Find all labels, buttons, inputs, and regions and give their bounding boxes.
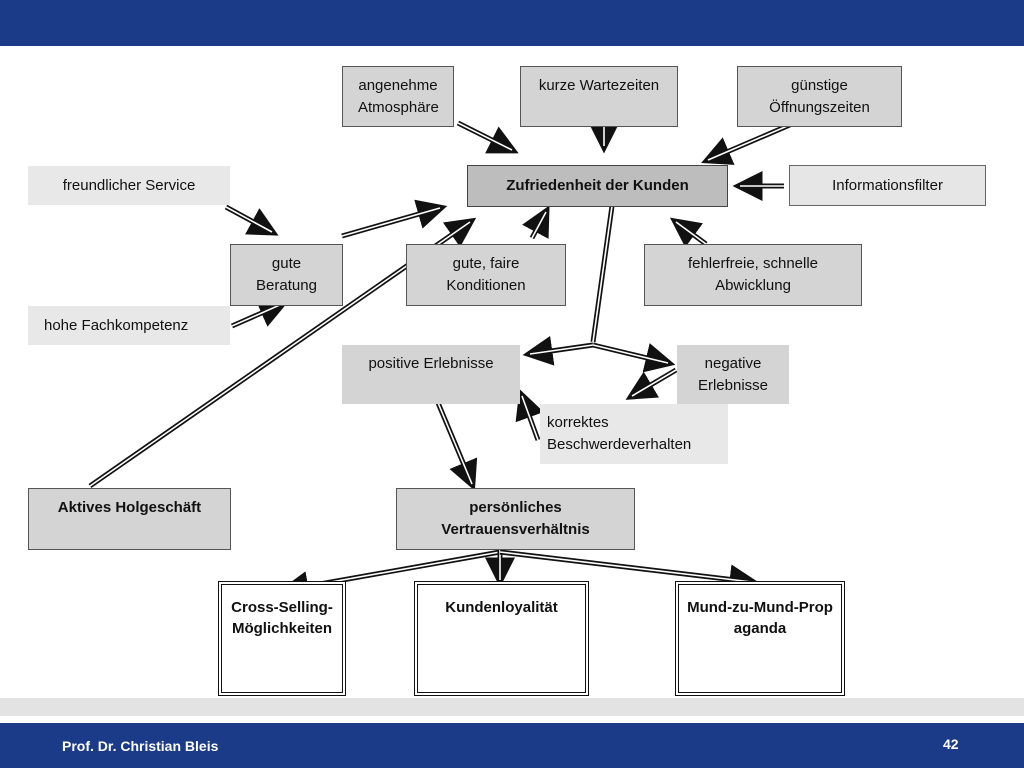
node-guenstige-oeffnungszeiten: günstige Öffnungszeiten (737, 66, 902, 127)
node-gute-beratung: gute Beratung (230, 244, 343, 306)
node-fehlerfreie-abwicklung: fehlerfreie, schnelle Abwicklung (644, 244, 862, 306)
arrow-negative-to-beschwerde (625, 367, 678, 400)
node-positive-erlebnisse: positive Erlebnisse (342, 345, 520, 404)
node-label: Cross-Selling-Möglichkeiten (231, 599, 333, 637)
footer-separator-band (0, 698, 1024, 716)
node-label: Mund-zu-Mund-Propaganda (687, 599, 833, 637)
node-label: fehlerfreie, schnelle Abwicklung (687, 255, 819, 294)
node-freundlicher-service: freundlicher Service (28, 166, 230, 205)
node-label: angenehme Atmosphäre (358, 76, 439, 116)
page-number: 42 (943, 736, 959, 752)
top-banner (0, 0, 1024, 46)
node-label: Kundenloyalität (445, 599, 558, 616)
node-angenehme-atmosphaere: angenehme Atmosphäre (342, 66, 454, 127)
footer-bar: Prof. Dr. Christian Bleis 42 (0, 723, 1024, 768)
arrow-abwicklung-to-zufriedenheit (669, 217, 708, 248)
node-kundenloyalitaet: Kundenloyalität (414, 581, 589, 696)
node-label: Informationsfilter (832, 176, 943, 194)
arrow-atmosphaere-to-zufriedenheit (456, 120, 519, 154)
node-informationsfilter: Informationsfilter (789, 165, 986, 206)
node-cross-selling-moeglichkeiten: Cross-Selling-Möglichkeiten (218, 581, 346, 696)
arrow-beschwerde-to-positive (515, 388, 544, 441)
node-label: günstige Öffnungszeiten (769, 76, 870, 116)
node-label: freundlicher Service (62, 176, 196, 194)
node-label: negative Erlebnisse (697, 354, 769, 394)
node-label: persönliches Vertrauensverhältnis (441, 499, 590, 538)
node-aktives-holgeschaeft: Aktives Holgeschäft (28, 488, 231, 550)
node-persoenliches-vertrauensverhaeltnis: persönliches Vertrauensverhältnis (396, 488, 635, 550)
arrow-beratung-to-zufriedenheit (341, 199, 448, 239)
line-zufriedenheit-to-split (590, 205, 615, 343)
node-negative-erlebnisse: negative Erlebnisse (677, 345, 789, 404)
arrow-positive-to-vertrauen (433, 397, 478, 491)
arrow-service-to-beratung (224, 204, 279, 236)
node-label: kurze Wartezeiten (538, 77, 660, 94)
node-label: hohe Fachkompetenz (44, 316, 189, 334)
node-hohe-fachkompetenz: hohe Fachkompetenz (28, 306, 230, 345)
node-label: korrektes Beschwerdeverhalten (547, 414, 692, 453)
node-label: gute, faire Konditionen (446, 255, 526, 294)
node-label: Zufriedenheit der Kunden (506, 177, 689, 194)
arrow-konditionen-to-zufriedenheit (522, 205, 550, 240)
arrow-fachkompetenz-to-beratung (230, 299, 289, 329)
node-kurze-wartezeiten: kurze Wartezeiten (520, 66, 678, 127)
arrow-split-to-negative (592, 342, 676, 373)
node-label: Aktives Holgeschäft (57, 499, 202, 516)
node-mund-zu-mund-propaganda: Mund-zu-Mund-Propaganda (675, 581, 845, 696)
node-korrektes-beschwerdeverhalten: korrektes Beschwerdeverhalten (540, 404, 728, 464)
node-label: positive Erlebnisse (368, 355, 494, 372)
node-gute-faire-konditionen: gute, faire Konditionen (406, 244, 566, 306)
arrow-split-to-positive (522, 335, 594, 366)
footer-author: Prof. Dr. Christian Bleis (62, 738, 219, 754)
node-label: gute Beratung (256, 255, 317, 294)
arrow-oeffnungszeiten-to-zufriedenheit (701, 121, 793, 165)
arrow-vertrauen-to-mund-zu-mund (499, 549, 760, 595)
node-zufriedenheit-der-kunden: Zufriedenheit der Kunden (467, 165, 728, 207)
